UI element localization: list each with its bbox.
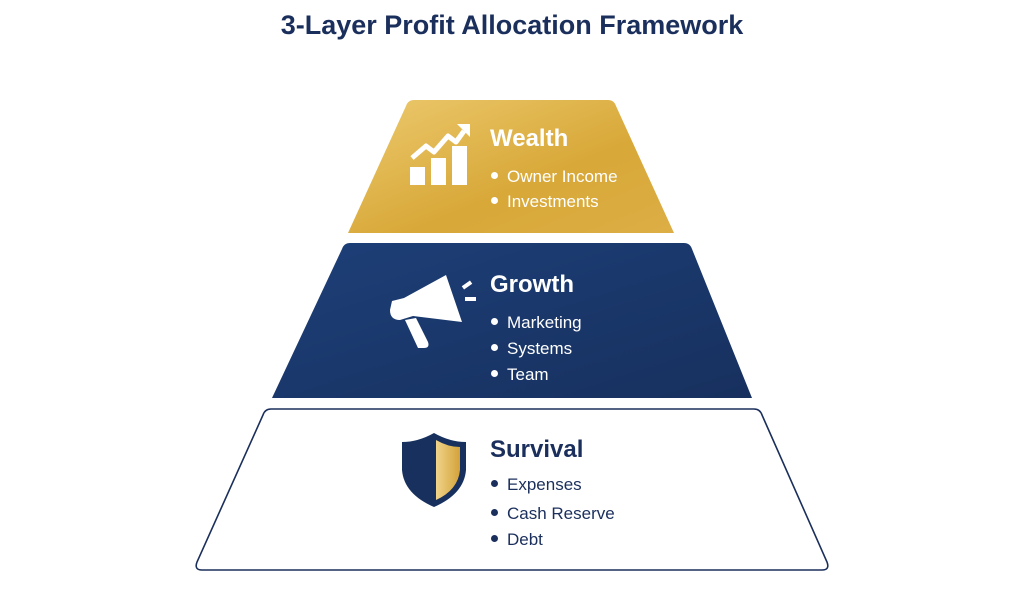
list-item: Systems [491,339,572,359]
bullet-icon [491,318,498,326]
bullet-icon [491,344,498,352]
list-item: Owner Income [491,167,618,187]
list-item: Team [491,365,549,385]
bullet-icon [491,480,498,488]
shield-icon [402,433,466,507]
bullet-icon [491,197,498,205]
bullet-icon [491,509,498,517]
list-item: Expenses [491,475,582,495]
bullet-icon [491,172,498,180]
bullet-icon [491,535,498,543]
list-item: Marketing [491,313,582,333]
growth-layer [272,243,752,398]
list-item: Debt [491,530,543,550]
bullet-icon [491,370,498,378]
wealth-layer [348,100,674,233]
list-item: Investments [491,192,599,212]
diagram-title: 3-Layer Profit Allocation Framework [280,10,744,40]
growth-title: Growth [490,271,574,298]
growth-chart-icon [410,124,470,185]
wealth-title: Wealth [490,125,569,152]
list-item: Cash Reserve [491,504,615,524]
survival-title: Survival [490,436,584,463]
megaphone-icon [390,275,476,348]
survival-layer [195,408,829,571]
